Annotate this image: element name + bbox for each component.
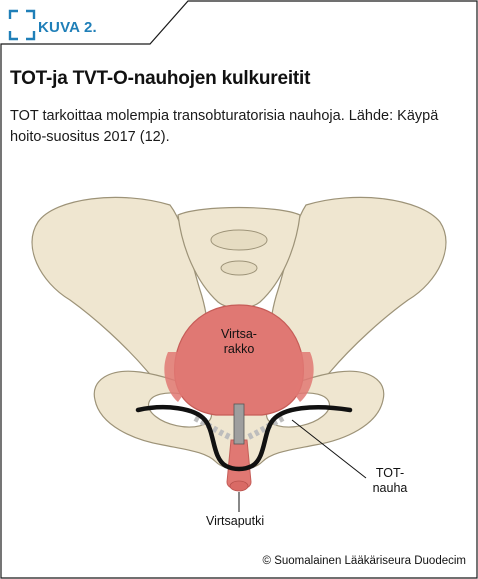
copyright-credit: © Suomalainen Lääkäriseura Duodecim bbox=[263, 555, 466, 567]
bladder-label: Virtsa- rakko bbox=[209, 327, 269, 357]
tot-tape-label-line1: TOT- bbox=[362, 466, 418, 481]
tot-tape-label: TOT- nauha bbox=[362, 466, 418, 496]
bladder bbox=[175, 305, 304, 415]
bladder-label-line1: Virtsa- bbox=[209, 327, 269, 342]
tot-tape-label-line2: nauha bbox=[362, 481, 418, 496]
urethra-label: Virtsaputki bbox=[206, 514, 264, 529]
bladder-label-line2: rakko bbox=[209, 342, 269, 357]
tvt-o-tape bbox=[234, 404, 244, 444]
